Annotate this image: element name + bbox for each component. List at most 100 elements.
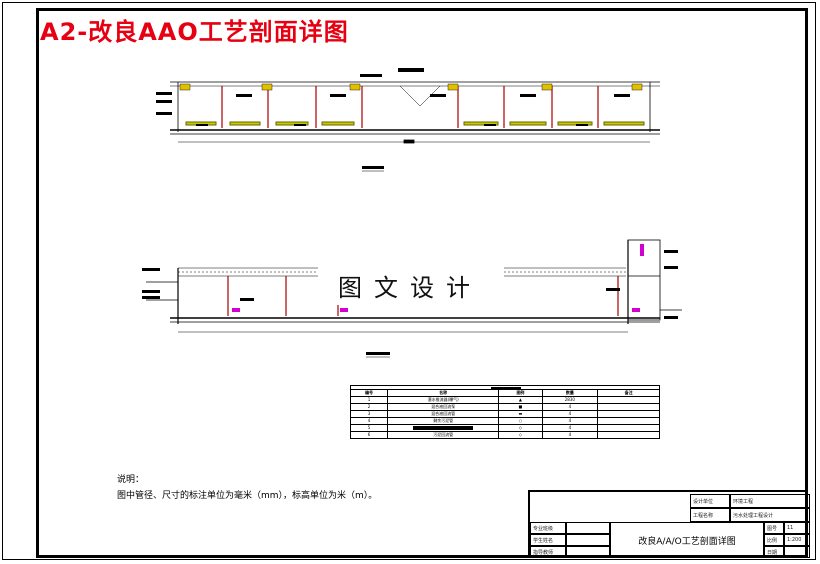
legend-table-header xyxy=(350,385,660,389)
cell-note xyxy=(597,424,660,432)
upper-equipment xyxy=(179,83,643,91)
label-block-2 xyxy=(156,100,172,103)
notes-label: 说明： xyxy=(117,475,145,485)
cell-no: 6 xyxy=(349,431,389,439)
cell-no: 5 xyxy=(349,424,389,432)
legend-table: 编号 名称 图例 数量 备注 1 潜水推流器(曝气) ▲ 2830 2 混合液回… xyxy=(349,389,660,439)
handrail-left xyxy=(178,267,318,277)
cell-no: 1 xyxy=(349,396,389,404)
label-small-2 xyxy=(294,124,306,126)
cell-qty: 2830 xyxy=(541,396,599,404)
upper-partitions xyxy=(221,86,599,128)
cell-qty: 4 xyxy=(541,431,599,439)
label-block-center xyxy=(398,68,424,72)
stair-left xyxy=(399,85,421,107)
tb-sheet-no-label: 图号 xyxy=(764,522,784,534)
upper-caption-bar xyxy=(362,166,384,169)
pump-3 xyxy=(632,308,640,312)
lower-label-9 xyxy=(606,288,620,291)
upper-section-view xyxy=(170,81,660,144)
outlet-chamber xyxy=(627,239,661,321)
label-small-4 xyxy=(576,124,588,126)
cell-symbol: ■ xyxy=(498,403,543,411)
label-block-6 xyxy=(430,94,446,97)
lower-label-7 xyxy=(664,266,678,269)
legend-col-no: 编号 xyxy=(349,389,389,397)
tb-project-label: 工程名称 xyxy=(690,508,730,522)
diffuser-5 xyxy=(463,121,499,126)
diffuser-3 xyxy=(275,121,309,126)
tb-drawing-title: 改良A/A/O工艺剖面详图 xyxy=(610,522,764,558)
cell-note xyxy=(597,403,660,411)
lower-label-3 xyxy=(142,296,160,299)
cell-symbol: ○ xyxy=(498,417,543,425)
legend-header-row: 编号 名称 图例 数量 备注 xyxy=(349,389,660,397)
lower-label-8 xyxy=(664,316,678,319)
equip-4 xyxy=(447,83,459,91)
stair-right xyxy=(419,85,441,107)
cell-name: 混合液回流泵 xyxy=(387,403,500,411)
cell-note xyxy=(597,431,660,439)
equip-3 xyxy=(349,83,361,91)
cell-no: 3 xyxy=(349,410,389,418)
cell-qty: 4 xyxy=(541,410,599,418)
table-row: 6 污泥回流管 ◇ 4 xyxy=(349,431,660,439)
lower-pumps xyxy=(232,244,644,312)
table-row: 5 ◇ 4 xyxy=(349,424,660,432)
handrail-right xyxy=(504,267,626,277)
tb-sign-3: 指导教师 xyxy=(530,546,566,558)
table-row: 4 剩余污泥管 ○ 4 xyxy=(349,417,660,425)
tb-date xyxy=(784,546,810,558)
pump-1 xyxy=(232,308,240,312)
lower-label-6 xyxy=(664,250,678,253)
label-block-7 xyxy=(520,94,536,97)
lower-label-4 xyxy=(240,298,254,301)
tb-scale: 1:200 xyxy=(784,534,810,546)
table-row: 3 混合液回流管 ▬ 4 xyxy=(349,410,660,418)
tb-org-label: 设计单位 xyxy=(690,494,730,508)
cell-note xyxy=(597,417,660,425)
table-row: 2 混合液回流泵 ■ 4 xyxy=(349,403,660,411)
upper-labels xyxy=(156,68,630,126)
legend-col-symbol: 图例 xyxy=(498,389,543,397)
label-small-3 xyxy=(484,124,496,126)
diffuser-4 xyxy=(321,121,355,126)
diffuser-6 xyxy=(509,121,547,126)
label-small-1 xyxy=(196,124,208,126)
overlay-title: A2-改良AAO工艺剖面详图 xyxy=(40,18,349,46)
upper-center-stair xyxy=(399,85,441,107)
tb-sign-1: 专业班级 xyxy=(530,522,566,534)
upper-diffusers xyxy=(185,121,645,126)
tb-sign-2-value xyxy=(566,534,610,546)
drawing-frame xyxy=(36,8,808,558)
lower-label-1 xyxy=(142,268,160,271)
upper-dim-text xyxy=(403,139,415,144)
label-block-8 xyxy=(614,94,630,97)
chamber-pipe xyxy=(640,244,644,256)
label-block-3 xyxy=(156,112,172,115)
label-block-1 xyxy=(156,92,172,95)
cell-symbol: ◇ xyxy=(498,431,543,439)
label-block-4 xyxy=(236,94,252,97)
cell-name xyxy=(387,424,500,432)
cell-symbol: ◇ xyxy=(498,424,543,432)
lower-label-2 xyxy=(142,290,160,293)
legend-col-qty: 数量 xyxy=(541,389,599,397)
tb-sign-3-value xyxy=(566,546,610,558)
lower-section-view xyxy=(146,239,682,333)
equip-6 xyxy=(631,83,643,91)
cell-qty: 4 xyxy=(541,424,599,432)
equip-2 xyxy=(261,83,273,91)
equip-5 xyxy=(541,83,553,91)
tb-date-label: 日期 xyxy=(764,546,784,558)
diffuser-7 xyxy=(557,121,593,126)
label-block-5 xyxy=(330,94,346,97)
legend-col-name: 名称 xyxy=(387,389,500,397)
cell-name: 潜水推流器(曝气) xyxy=(387,396,500,404)
tb-org-value: 环境工程 xyxy=(730,494,810,508)
lower-view-caption xyxy=(366,352,390,358)
tb-scale-label: 比例 xyxy=(764,534,784,546)
tb-sign-2: 学生姓名 xyxy=(530,534,566,546)
diffuser-8 xyxy=(603,121,645,126)
cell-name: 污泥回流管 xyxy=(387,431,500,439)
